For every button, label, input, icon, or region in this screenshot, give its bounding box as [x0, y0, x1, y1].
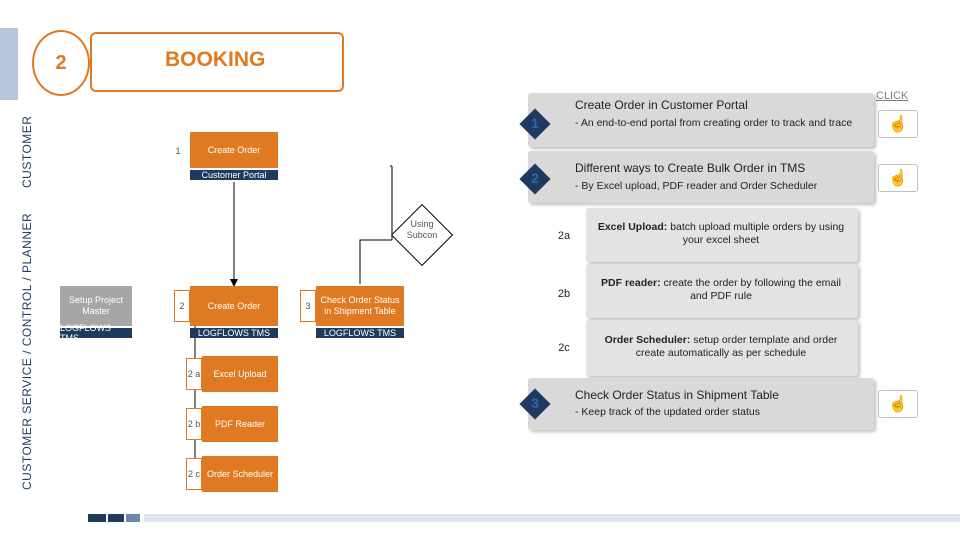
- create-order-tms-box[interactable]: Create Order: [190, 286, 278, 326]
- item-1-number: 1: [531, 115, 539, 131]
- item-3-desc: - Keep track of the updated order status: [575, 406, 761, 418]
- sub-text-2c: Order Scheduler: setup order template an…: [596, 334, 846, 360]
- footer-block-3: [126, 514, 140, 522]
- flow-num-2b: 2 b: [186, 408, 202, 440]
- subpanel-excel-upload: [586, 208, 858, 262]
- panel-bulk-order: [528, 151, 874, 203]
- panel-check-order: [528, 378, 874, 430]
- subpanel-order-scheduler: [586, 320, 858, 376]
- sub-label-2c: 2c: [544, 328, 584, 368]
- sub-text-2b: PDF reader: create the order by followin…: [596, 277, 846, 303]
- excel-upload-box[interactable]: Excel Upload: [202, 356, 278, 392]
- setup-system-bar: LOGFLOWS TMS: [60, 323, 132, 343]
- panel-create-order-portal: [528, 93, 874, 147]
- flow-num-2c: 2 c: [186, 458, 202, 490]
- subpanel-pdf-reader: [586, 264, 858, 318]
- hand-click-icon[interactable]: ☝: [878, 110, 918, 138]
- sub-desc-2b: create the order by following the email …: [660, 277, 841, 302]
- subcon-label: Using Subcon: [406, 219, 438, 240]
- create-order-system-bar: LOGFLOWS TMS: [190, 328, 278, 338]
- header-title: BOOKING: [165, 48, 266, 71]
- sub-label-2a: 2a: [544, 216, 584, 256]
- order-scheduler-box[interactable]: Order Scheduler: [202, 456, 278, 492]
- item-2-desc: - By Excel upload, PDF reader and Order …: [575, 180, 818, 192]
- footer-block-1: [88, 514, 106, 522]
- flow-num-2: 2: [174, 290, 190, 322]
- item-3-title: Check Order Status in Shipment Table: [575, 388, 779, 402]
- sub-desc-2a: batch upload multiple orders by using yo…: [667, 221, 845, 246]
- item-2-title: Different ways to Create Bulk Order in T…: [575, 161, 806, 175]
- step-number: 2: [55, 51, 67, 74]
- item-1-desc: - An end-to-end portal from creating ord…: [575, 117, 853, 129]
- item-3-number: 3: [531, 395, 539, 411]
- hand-click-icon[interactable]: ☝: [878, 164, 918, 192]
- sub-desc-2c: setup order template and order create au…: [635, 334, 838, 359]
- sub-bold-2c: Order Scheduler:: [604, 334, 691, 346]
- sub-bold-2b: PDF reader:: [601, 277, 661, 289]
- check-order-box[interactable]: Check Order Status in Shipment Table: [316, 286, 404, 326]
- customer-portal-bar: Customer Portal: [190, 170, 278, 180]
- pdf-reader-box[interactable]: PDF Reader: [202, 406, 278, 442]
- item-2-number: 2: [531, 170, 539, 186]
- sub-bold-2a: Excel Upload:: [597, 221, 668, 233]
- click-label[interactable]: CLICK: [876, 90, 909, 102]
- flow-num-1: 1: [170, 140, 186, 162]
- lane-accent-bar: [0, 28, 18, 100]
- create-order-portal-box[interactable]: Create Order: [190, 132, 278, 168]
- setup-project-master-box[interactable]: Setup Project Master: [60, 286, 132, 326]
- sub-label-2b: 2b: [544, 274, 584, 314]
- check-order-system-bar: LOGFLOWS TMS: [316, 328, 404, 338]
- footer-block-2: [108, 514, 124, 522]
- flow-num-2a: 2 a: [186, 358, 202, 390]
- hand-click-icon[interactable]: ☝: [878, 390, 918, 418]
- flow-num-3: 3: [300, 290, 316, 322]
- footer-bar: [144, 514, 960, 522]
- item-1-title: Create Order in Customer Portal: [575, 98, 748, 112]
- subcon-decision: Using Subcon: [390, 203, 454, 267]
- step-number-circle: 2: [32, 30, 90, 96]
- header-title-box: [90, 32, 344, 92]
- sub-text-2a: Excel Upload: batch upload multiple orde…: [596, 221, 846, 247]
